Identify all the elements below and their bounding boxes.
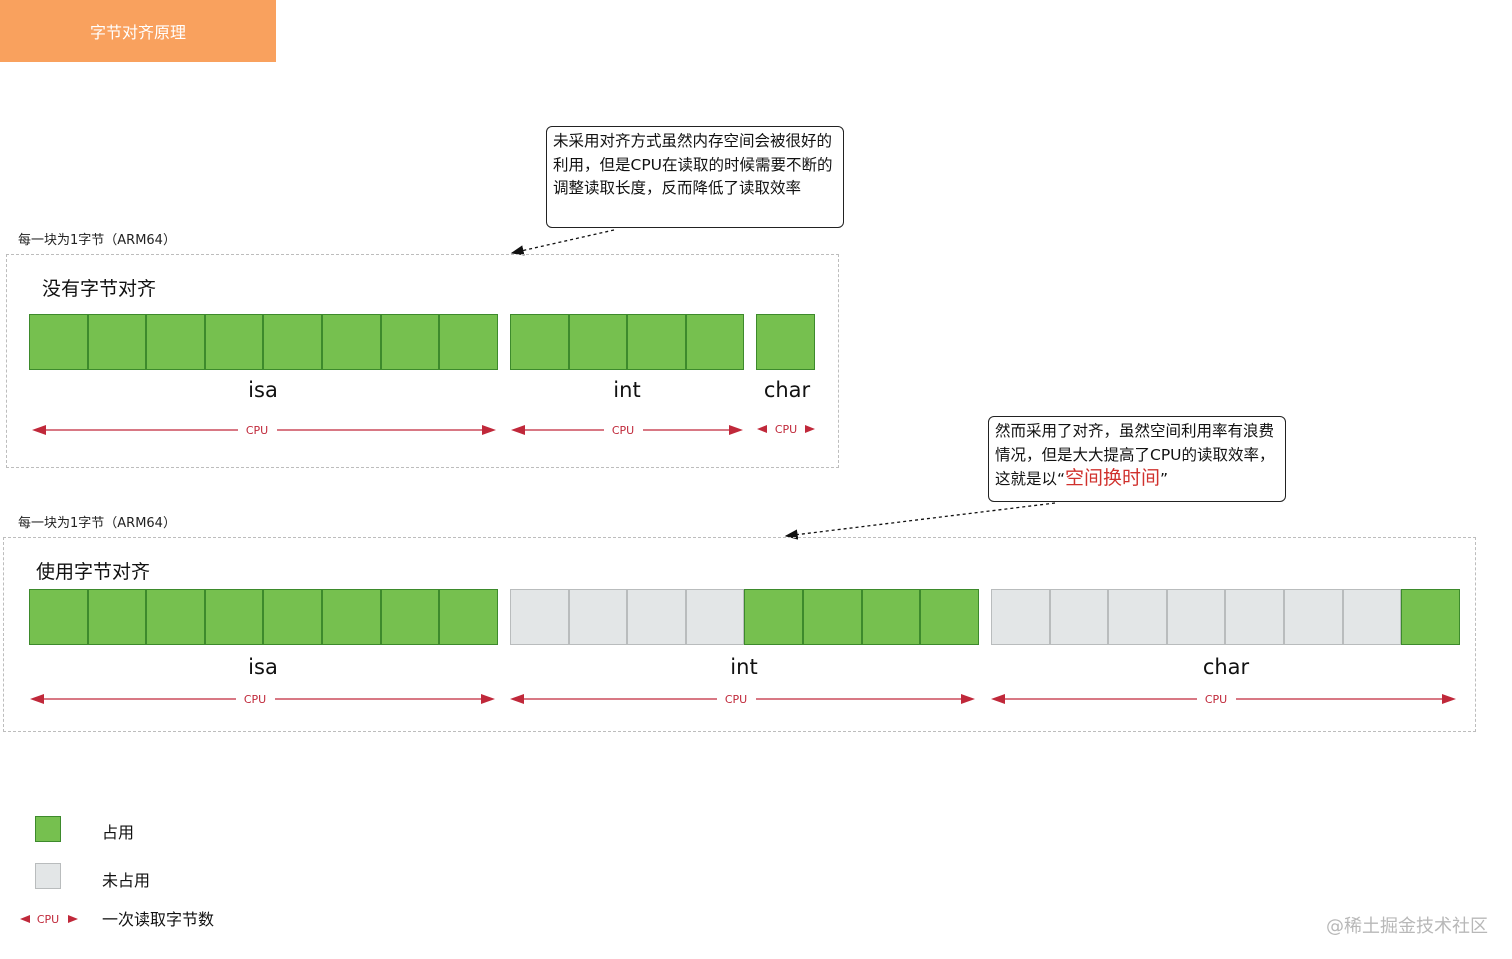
note-aligned-suffix: ” xyxy=(1160,470,1169,488)
caption-aligned: 每一块为1字节（ARM64） xyxy=(18,516,176,531)
label-unaligned-int: int xyxy=(613,378,641,402)
note-unaligned: 未采用对齐方式虽然内存空间会被很好的利用，但是CPU在读取的时候需要不断的调整读… xyxy=(546,126,844,228)
aligned-char-byte-free xyxy=(1108,589,1167,645)
panel-aligned: 使用字节对齐 xyxy=(3,537,1476,732)
aligned-char-byte-used xyxy=(1401,589,1460,645)
note-unaligned-text: 未采用对齐方式虽然内存空间会被很好的利用，但是CPU在读取的时候需要不断的调整读… xyxy=(553,132,833,197)
label-aligned-char: char xyxy=(1202,655,1250,679)
aligned-int-byte-free xyxy=(685,589,745,645)
unaligned-isa-byte-used xyxy=(29,314,88,370)
aligned-int-byte-free xyxy=(568,589,628,645)
cpu-label-aligned-char: CPU xyxy=(1205,693,1227,706)
legend-cpu-label: 一次读取字节数 xyxy=(102,910,215,929)
bytes-aligned-char xyxy=(991,589,1460,645)
unaligned-isa-byte-used xyxy=(87,314,147,370)
note-aligned: 然而采用了对齐，虽然空间利用率有浪费情况，但是大大提高了CPU的读取效率，这就是… xyxy=(988,416,1286,502)
unaligned-isa-byte-used xyxy=(380,314,440,370)
aligned-isa-byte-used xyxy=(146,589,205,645)
aligned-int-byte-used xyxy=(744,589,803,645)
bytes-unaligned-char xyxy=(756,314,815,370)
watermark: @稀土掘金技术社区 xyxy=(1326,916,1488,937)
cpu-arrow-aligned-isa: CPU xyxy=(30,693,495,706)
aligned-isa-byte-used xyxy=(321,589,381,645)
aligned-char-byte-free xyxy=(1049,589,1109,645)
label-aligned-int: int xyxy=(730,655,758,679)
aligned-int-byte-free xyxy=(510,589,569,645)
aligned-isa-byte-used xyxy=(87,589,147,645)
note-aligned-highlight: 空间换时间 xyxy=(1065,467,1161,489)
cpu-label-aligned-isa: CPU xyxy=(244,693,266,706)
aligned-char-byte-free xyxy=(1225,589,1284,645)
unaligned-isa-byte-used xyxy=(146,314,205,370)
aligned-isa-byte-used xyxy=(263,589,322,645)
bytes-aligned-isa xyxy=(29,589,498,645)
aligned-isa-byte-used xyxy=(380,589,440,645)
cpu-arrow-aligned-int: CPU xyxy=(510,693,975,706)
caption-unaligned: 每一块为1字节（ARM64） xyxy=(18,233,176,248)
label-aligned-isa: isa xyxy=(248,655,278,679)
aligned-isa-byte-used xyxy=(439,589,498,645)
unaligned-int-byte-used xyxy=(568,314,628,370)
unaligned-int-byte-used xyxy=(685,314,745,370)
cpu-label-unaligned-int: CPU xyxy=(612,424,634,437)
aligned-isa-byte-used xyxy=(29,589,88,645)
panel-unaligned-title: 没有字节对齐 xyxy=(42,278,157,300)
legend-cpu-sample: CPU xyxy=(37,913,59,926)
bytes-unaligned-isa xyxy=(29,314,498,370)
bytes-unaligned-int xyxy=(510,314,745,370)
aligned-int-byte-used xyxy=(802,589,862,645)
unaligned-char-byte-used xyxy=(756,314,815,370)
unaligned-int-byte-used xyxy=(510,314,569,370)
aligned-char-byte-free xyxy=(1342,589,1402,645)
aligned-char-byte-free xyxy=(1283,589,1343,645)
cpu-label-unaligned-isa: CPU xyxy=(246,424,268,437)
cpu-label-aligned-int: CPU xyxy=(725,693,747,706)
note-aligned-text: 然而采用了对齐，虽然空间利用率有浪费情况，但是大大提高了CPU的读取效率，这就是… xyxy=(995,422,1275,488)
aligned-int-byte-used xyxy=(920,589,979,645)
cpu-arrow-aligned-char: CPU xyxy=(991,693,1456,706)
legend-used-swatch xyxy=(35,816,61,842)
legend-free-label: 未占用 xyxy=(102,871,151,890)
unaligned-isa-byte-used xyxy=(321,314,381,370)
legend-free-swatch xyxy=(35,863,61,889)
panel-unaligned: 没有字节对齐 xyxy=(6,254,839,468)
panel-aligned-title: 使用字节对齐 xyxy=(36,561,151,583)
label-unaligned-char: char xyxy=(763,378,811,402)
cpu-arrow-unaligned-int: CPU xyxy=(511,424,743,437)
unaligned-isa-byte-used xyxy=(439,314,498,370)
cpu-label-unaligned-char: CPU xyxy=(775,423,797,436)
bytes-aligned-int xyxy=(510,589,979,645)
aligned-char-byte-free xyxy=(1166,589,1226,645)
diagram-title: 字节对齐原理 xyxy=(0,0,276,62)
cpu-arrow-unaligned-isa: CPU xyxy=(32,424,496,437)
unaligned-isa-byte-used xyxy=(263,314,322,370)
unaligned-int-byte-used xyxy=(627,314,686,370)
aligned-char-byte-free xyxy=(991,589,1050,645)
legend-used-label: 占用 xyxy=(102,823,135,842)
aligned-isa-byte-used xyxy=(204,589,264,645)
cpu-arrow-unaligned-char: CPU xyxy=(757,423,815,436)
aligned-int-byte-used xyxy=(861,589,921,645)
aligned-int-byte-free xyxy=(627,589,686,645)
label-unaligned-isa: isa xyxy=(248,378,278,402)
legend-cpu-arrow: CPU xyxy=(20,913,78,926)
unaligned-isa-byte-used xyxy=(204,314,264,370)
